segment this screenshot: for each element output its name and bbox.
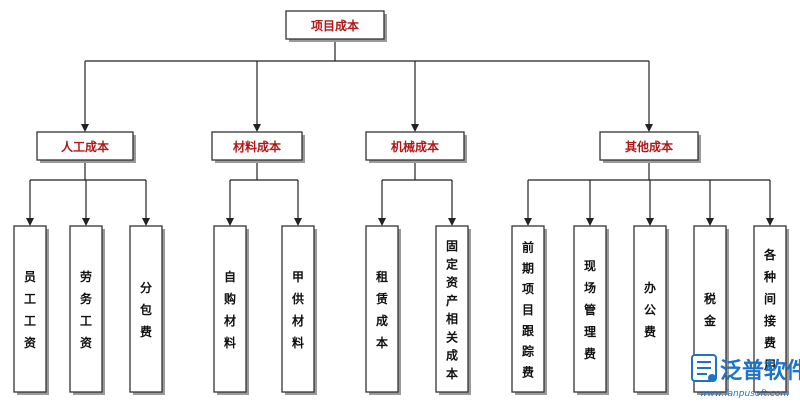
- leaf-label-char: 定: [446, 256, 458, 271]
- leaf-label-char: 踪: [522, 344, 534, 359]
- leaf-label-char: 资: [24, 335, 36, 350]
- leaf-label-char: 分: [140, 280, 152, 295]
- leaf-box: [281, 225, 315, 393]
- leaf-label-char: 甲: [292, 270, 304, 284]
- leaf-box: [633, 225, 667, 393]
- leaf-label-char: 费: [522, 365, 534, 380]
- leaf-label-char: 前: [522, 239, 534, 254]
- category-label: 人工成本: [61, 139, 109, 154]
- leaf-label-char: 关: [446, 329, 458, 344]
- leaf-label-char: 料: [292, 335, 304, 350]
- category-label: 机械成本: [391, 139, 439, 154]
- leaf-label-char: 现: [584, 259, 596, 273]
- leaf-label-char: 间: [764, 291, 776, 306]
- leaf-node: 办公费: [633, 225, 669, 395]
- leaf-label-char: 包: [139, 302, 152, 317]
- root-label: 项目成本: [311, 18, 359, 33]
- leaf-label-char: 赁: [375, 291, 388, 306]
- leaf-label-char: 管: [584, 302, 596, 317]
- leaf-label-char: 费: [764, 335, 776, 350]
- leaf-label-char: 资: [80, 335, 92, 350]
- leaf-box: [365, 225, 399, 393]
- leaf-label-char: 接: [764, 313, 776, 328]
- leaf-label-char: 务: [80, 291, 93, 306]
- leaf-box: [753, 225, 787, 393]
- leaf-label-char: 本: [446, 366, 458, 381]
- leaf-label-char: 工: [80, 314, 92, 328]
- leaf-node: 分包费: [129, 225, 165, 395]
- leaf-label-char: 本: [376, 335, 388, 350]
- leaf-label-char: 员: [24, 270, 36, 284]
- leaf-label-char: 供: [291, 291, 304, 306]
- leaf-label-char: 费: [140, 324, 152, 339]
- leaf-label-char: 各: [763, 247, 777, 262]
- root-node: 项目成本: [285, 10, 387, 42]
- leaf-label-char: 固: [446, 239, 458, 253]
- leaf-label-char: 成: [376, 313, 388, 328]
- leaf-label-char: 自: [224, 269, 236, 284]
- category-node-2: 材料成本: [211, 131, 305, 163]
- leaf-label-char: 材: [223, 313, 236, 328]
- leaf-label-char: 工: [24, 314, 36, 328]
- root-box: [285, 10, 385, 40]
- category-node-1: 人工成本: [36, 131, 136, 163]
- leaf-label-char: 目: [522, 303, 534, 317]
- leaf-label-char: 公: [644, 303, 656, 317]
- leaf-label-char: 料: [224, 335, 236, 350]
- watermark: 泛普软件 www.fanpusoft.com: [691, 354, 800, 399]
- leaf-label-char: 相: [446, 311, 458, 326]
- watermark-url: www.fanpusoft.com: [700, 389, 789, 399]
- category-box: [36, 131, 134, 161]
- leaf-label-char: 租: [376, 270, 388, 284]
- leaf-box: [213, 225, 247, 393]
- watermark-text: 泛普软件: [720, 358, 800, 384]
- leaf-label-char: 项: [522, 282, 534, 296]
- leaf-box: [129, 225, 163, 393]
- category-label: 其他成本: [625, 139, 673, 154]
- category-box: [599, 131, 699, 161]
- leaf-label-char: 种: [763, 269, 776, 284]
- leaf-box: [13, 225, 47, 393]
- category-box: [365, 131, 465, 161]
- leaf-label-char: 税: [704, 291, 716, 306]
- category-box: [211, 131, 303, 161]
- leaf-label-char: 办: [644, 280, 656, 295]
- leaf-label-char: 理: [584, 325, 596, 339]
- leaf-label-char: 跟: [522, 324, 535, 338]
- leaf-label-char: 费: [644, 324, 656, 339]
- category-node-4: 其他成本: [599, 131, 701, 163]
- leaf-label-char: 劳: [80, 269, 92, 284]
- leaf-label-char: 场: [584, 281, 596, 295]
- leaf-label-char: 产: [446, 293, 458, 308]
- category-node-3: 机械成本: [365, 131, 467, 163]
- leaf-label-char: 金: [703, 313, 717, 328]
- leaf-label-char: 期: [522, 260, 534, 275]
- watermark-logo-icon: [691, 354, 717, 382]
- leaf-label-char: 材: [291, 313, 304, 328]
- leaf-box: [511, 225, 545, 393]
- leaf-label-char: 购: [224, 291, 236, 306]
- leaf-label-char: 成: [446, 348, 458, 363]
- leaf-box: [573, 225, 607, 393]
- category-label: 材料成本: [232, 139, 281, 154]
- leaf-label-char: 资: [446, 275, 458, 290]
- leaf-box: [435, 225, 469, 393]
- leaf-label-char: 用: [763, 358, 776, 372]
- leaf-label-char: 工: [24, 292, 36, 306]
- leaf-box: [69, 225, 103, 393]
- leaf-label-char: 费: [584, 346, 596, 361]
